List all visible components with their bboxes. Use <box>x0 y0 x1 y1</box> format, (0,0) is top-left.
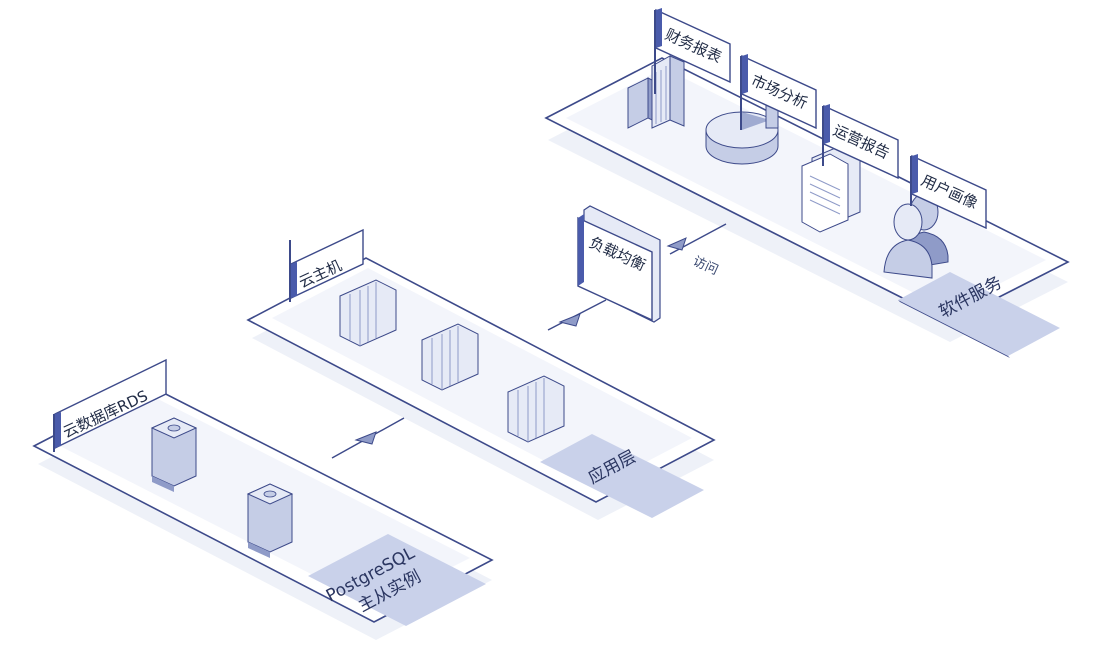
access-connector: 访问 <box>666 223 727 278</box>
access-label: 访问 <box>690 254 720 278</box>
cloud-server-icon <box>421 323 479 391</box>
app-layer-panel: 应用层 云主机 <box>246 228 716 520</box>
lb-to-app-connector <box>547 299 607 331</box>
load-balancer: 负载均衡 <box>577 205 661 323</box>
app-to-db-connector <box>331 417 405 459</box>
software-services-panel: 软件服务 <box>544 8 1070 358</box>
db-corner-tab <box>308 534 486 626</box>
arrow-icon <box>558 313 581 327</box>
software-corner-tab <box>898 272 1060 356</box>
arrow-icon <box>666 237 687 251</box>
arrow-icon <box>354 431 377 445</box>
database-panel: PostgreSQL 主从实例 云数据库RDS <box>32 358 494 640</box>
database-instance-icon <box>150 417 198 492</box>
bar-chart-icon <box>627 55 685 129</box>
cloud-server-icon <box>339 279 397 347</box>
database-instance-icon <box>246 483 294 558</box>
cloud-server-icon <box>507 375 565 443</box>
app-corner-tab <box>540 434 704 518</box>
